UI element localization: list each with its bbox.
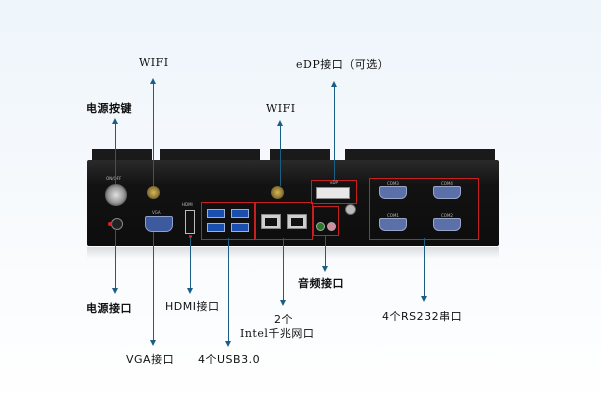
edp-screw bbox=[345, 204, 356, 215]
heatsink-fin bbox=[160, 149, 260, 161]
hdmi-arrow-head bbox=[187, 288, 193, 294]
label-edp: eDP接口（可选） bbox=[296, 58, 390, 71]
com-port-2 bbox=[433, 218, 461, 231]
power-button[interactable] bbox=[105, 184, 127, 206]
power-port bbox=[111, 218, 123, 230]
power-button-arrow-head bbox=[112, 118, 118, 124]
heatsink-fin bbox=[345, 149, 495, 161]
lan-port bbox=[261, 214, 281, 229]
edp-connector bbox=[316, 187, 350, 199]
power-port-arrow-line bbox=[115, 228, 116, 288]
power-button-arrow-line bbox=[115, 122, 116, 184]
vga-port-label: VGA bbox=[152, 210, 161, 215]
label-lan: Intel千兆网口 bbox=[240, 327, 315, 340]
device-reflection bbox=[87, 247, 499, 259]
com4-label: COM4 bbox=[441, 181, 453, 186]
power-port-dot bbox=[108, 222, 112, 226]
usb-port bbox=[207, 223, 225, 232]
label-wifi-right: WIFI bbox=[266, 102, 296, 115]
usb-arrow-head bbox=[225, 341, 231, 347]
edp-arrow-line bbox=[334, 85, 335, 180]
hdmi-port bbox=[185, 210, 195, 234]
wifi-antenna-connector-left bbox=[147, 186, 160, 199]
heatsink-fin bbox=[270, 149, 330, 161]
usb-arrow-line bbox=[228, 238, 229, 341]
vga-arrow-head bbox=[150, 340, 156, 346]
label-power-button: 电源按键 bbox=[86, 102, 132, 115]
wifi-antenna-connector-right bbox=[271, 186, 284, 199]
wifi-left-arrow-head bbox=[150, 78, 156, 84]
vga-port bbox=[145, 216, 173, 232]
usb-port bbox=[231, 209, 249, 218]
vga-arrow-line bbox=[153, 232, 154, 340]
label-hdmi: HDMI接口 bbox=[165, 300, 220, 313]
power-button-label: ON/OFF bbox=[106, 176, 122, 181]
rs232-arrow-line bbox=[424, 238, 425, 296]
usb-highlight-box bbox=[201, 202, 255, 240]
label-wifi-left: WIFI bbox=[139, 56, 169, 69]
label-lan-count: 2个 bbox=[274, 313, 293, 326]
edp-connector-label: eDP bbox=[330, 180, 338, 185]
lan-arrow-head bbox=[280, 300, 286, 306]
lan-arrow-line bbox=[283, 238, 284, 300]
wifi-left-arrow-line bbox=[153, 82, 154, 186]
hdmi-indicator bbox=[189, 235, 192, 238]
power-port-arrow-head bbox=[112, 288, 118, 294]
edp-arrow-head bbox=[331, 81, 337, 87]
heatsink-fin bbox=[92, 149, 152, 161]
edp-highlight-box bbox=[311, 180, 357, 204]
label-vga: VGA接口 bbox=[126, 353, 175, 366]
label-audio: 音频接口 bbox=[298, 277, 344, 290]
audio-arrow-head bbox=[322, 266, 328, 272]
label-power-port: 电源接口 bbox=[86, 302, 132, 315]
audio-highlight-box bbox=[313, 206, 339, 236]
label-rs232: 4个RS232串口 bbox=[382, 310, 463, 323]
com1-label: COM1 bbox=[387, 213, 399, 218]
usb-port bbox=[231, 223, 249, 232]
audio-jack bbox=[327, 222, 336, 231]
hdmi-port-label: HDMI bbox=[182, 202, 193, 207]
wifi-right-arrow-head bbox=[277, 120, 283, 126]
device-chassis: ON/OFF VGA HDMI eDP COM3 COM4 COM1 COM2 bbox=[87, 160, 499, 246]
hdmi-arrow-line bbox=[190, 238, 191, 288]
usb-port bbox=[207, 209, 225, 218]
label-usb: 4个USB3.0 bbox=[198, 353, 261, 366]
audio-arrow-line bbox=[325, 236, 326, 266]
lan-port bbox=[287, 214, 307, 229]
wifi-right-arrow-line bbox=[280, 124, 281, 186]
audio-jack bbox=[316, 222, 325, 231]
com-port-4 bbox=[433, 186, 461, 199]
com-port-1 bbox=[379, 218, 407, 231]
com2-label: COM2 bbox=[441, 213, 453, 218]
com-port-3 bbox=[379, 186, 407, 199]
com3-label: COM3 bbox=[387, 181, 399, 186]
rs232-arrow-head bbox=[421, 296, 427, 302]
lan-highlight-box bbox=[255, 202, 313, 240]
